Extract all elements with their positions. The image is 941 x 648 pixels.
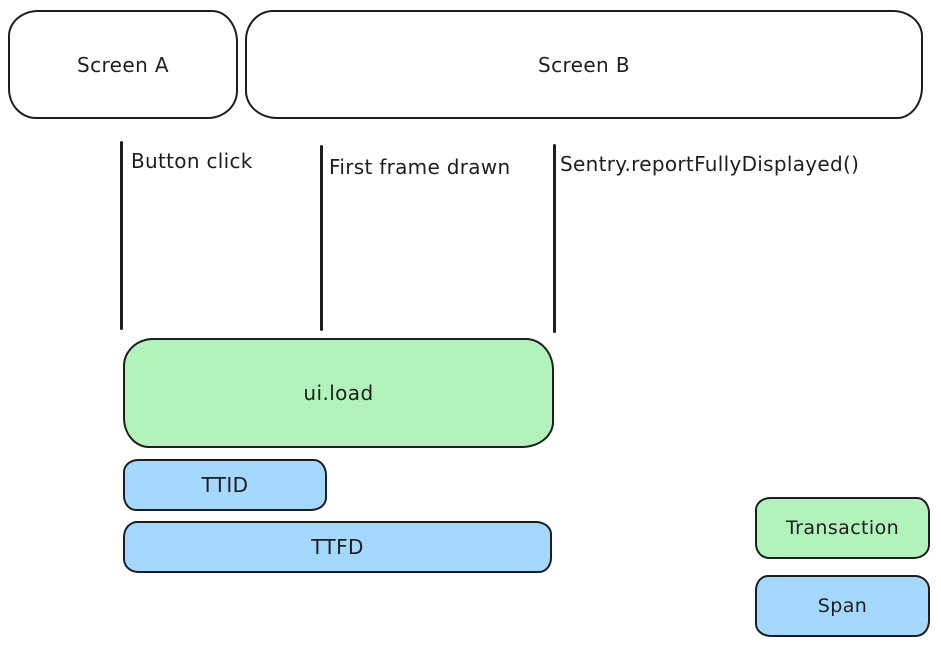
screen-b-box: Screen B [245,10,923,119]
ui-load-transaction-bar: ui.load [123,338,554,448]
ttid-label: TTID [201,473,249,497]
ttfd-label: TTFD [311,535,364,559]
button-click-marker-line [120,141,123,330]
report-fully-displayed-marker-line [553,144,556,333]
ttid-span-bar: TTID [123,459,327,511]
screen-a-box: Screen A [8,10,238,119]
report-fully-displayed-label: Sentry.reportFullyDisplayed() [560,152,860,176]
legend-span-box: Span [755,575,930,637]
legend-transaction-label: Transaction [785,517,900,539]
ui-load-label: ui.load [303,381,374,405]
screen-a-label: Screen A [77,52,169,77]
ttfd-span-bar: TTFD [123,521,552,573]
legend-span-label: Span [817,595,868,617]
button-click-label: Button click [131,149,253,173]
first-frame-drawn-label: First frame drawn [329,155,511,179]
legend-transaction-box: Transaction [755,497,930,559]
screen-b-label: Screen B [537,52,631,77]
first-frame-drawn-marker-line [320,145,323,331]
